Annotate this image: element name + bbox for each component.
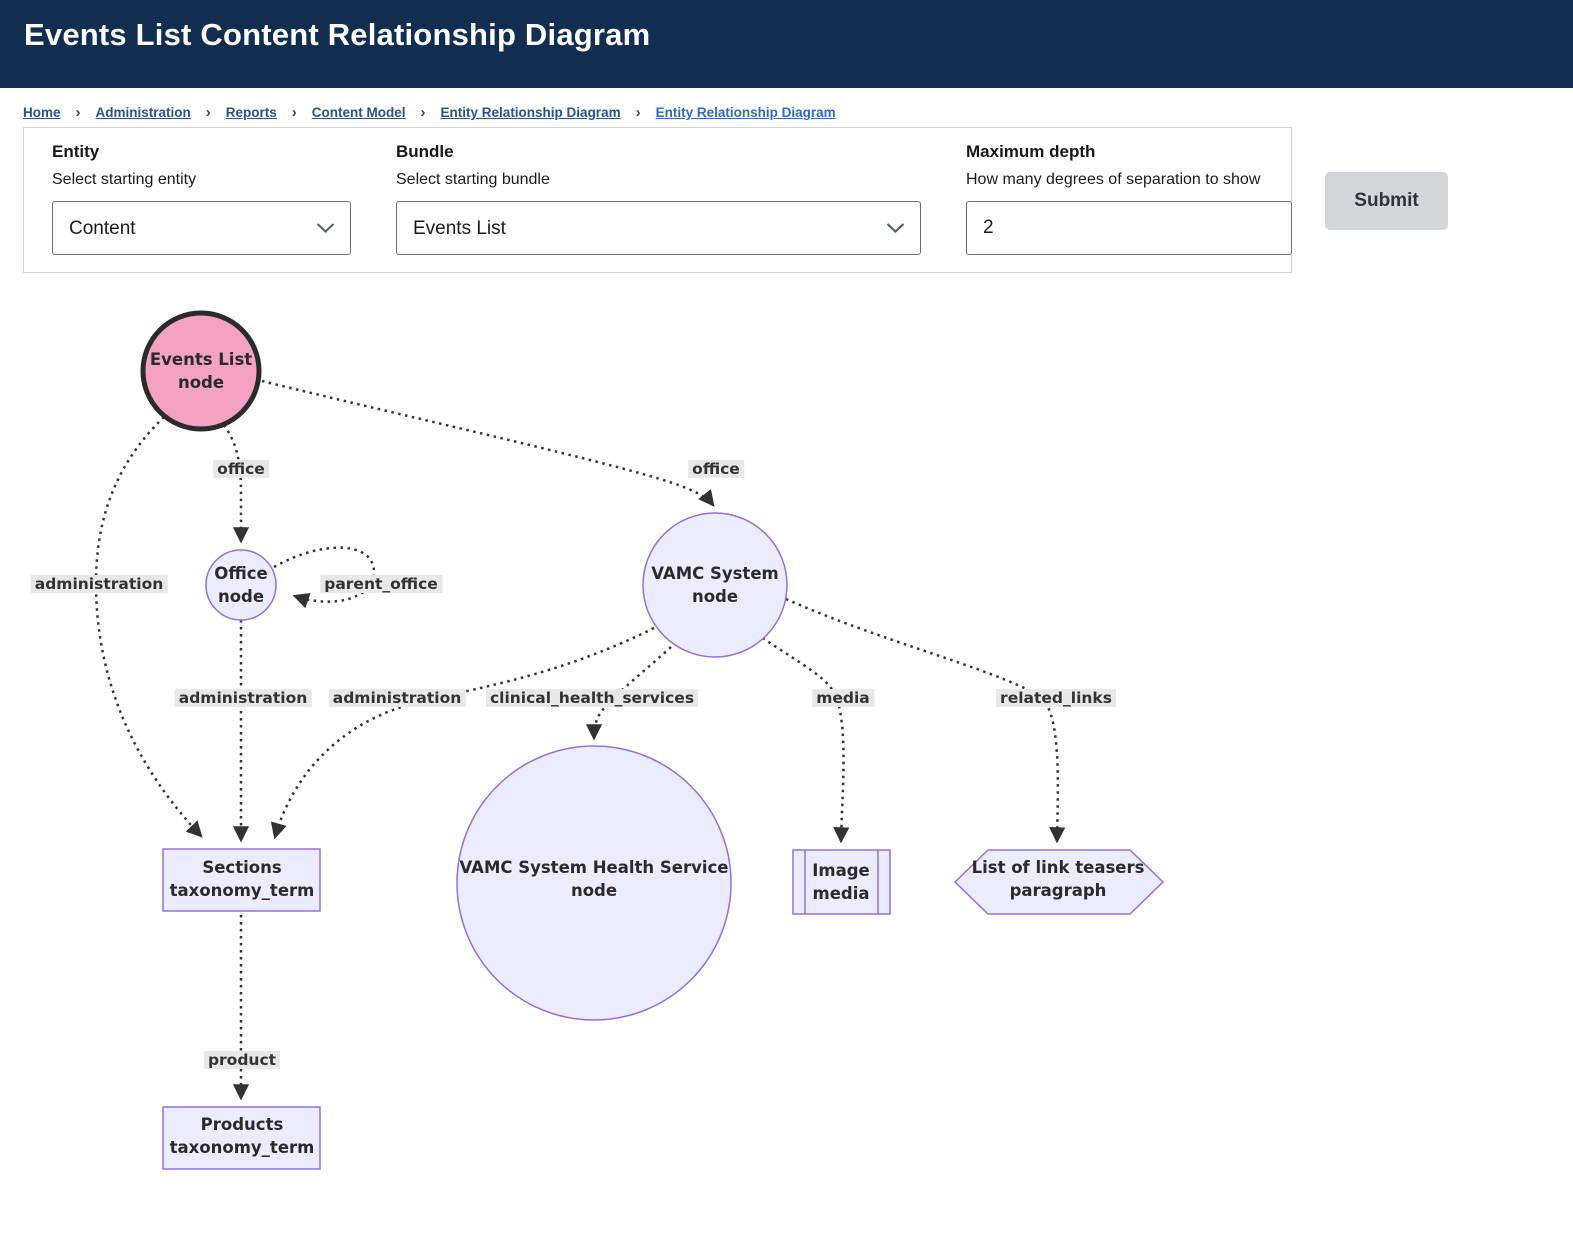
edge-label-product: product <box>203 1051 281 1069</box>
node-office-label: Office node <box>214 563 268 606</box>
edge-events-sections <box>94 416 203 838</box>
edge-vamc-image-media <box>750 628 850 844</box>
node-vamc-system <box>642 512 788 658</box>
breadcrumb-content-model[interactable]: Content Model <box>311 105 406 120</box>
entity-description: Select starting entity <box>52 171 197 188</box>
node-sections-label: Sections taxonomy_term <box>169 857 315 900</box>
edge-vamc-link-teasers <box>785 597 1066 844</box>
breadcrumb-separator-icon: › <box>635 104 641 121</box>
edge-label-related-links: related_links <box>996 689 1116 707</box>
edge-vamc-health-service <box>585 646 672 741</box>
breadcrumb-separator-icon: › <box>420 104 426 121</box>
submit-button[interactable]: Submit <box>1325 172 1448 230</box>
breadcrumb-erd[interactable]: Entity Relationship Diagram <box>440 105 621 120</box>
edge-label-administration-3: administration <box>328 689 466 707</box>
edge-label-clinical-health-services: clinical_health_services <box>485 689 699 707</box>
filter-form-panel: Entity Select starting entity Content Bu… <box>23 127 1292 273</box>
breadcrumb-erd-current[interactable]: Entity Relationship Diagram <box>655 105 836 120</box>
edge-vamc-sections <box>270 626 655 840</box>
breadcrumb-reports[interactable]: Reports <box>225 105 277 120</box>
node-vamc-system-label: VAMC System node <box>651 563 779 606</box>
breadcrumb-home[interactable]: Home <box>23 105 61 120</box>
breadcrumb-separator-icon: › <box>75 104 81 121</box>
node-link-teasers-label: List of link teasers paragraph <box>971 857 1145 900</box>
edge-label-parent-office: parent_office <box>320 575 442 593</box>
breadcrumb-separator-icon: › <box>205 104 211 121</box>
edge-label-administration-1: administration <box>30 575 168 593</box>
max-depth-field: Maximum depth How many degrees of separa… <box>966 142 1292 272</box>
bundle-field: Bundle Select starting bundle Events Lis… <box>396 142 921 272</box>
controls-row: Entity Select starting entity Content Bu… <box>23 127 1573 273</box>
node-products-label: Products taxonomy_term <box>169 1114 315 1157</box>
er-diagram-canvas <box>94 310 1165 1170</box>
node-image-media <box>792 849 891 915</box>
node-events-list <box>140 310 262 432</box>
edge-label-office-2: office <box>688 460 744 478</box>
edge-events-vamc <box>261 379 715 507</box>
max-depth-input[interactable] <box>966 201 1292 255</box>
bundle-select[interactable]: Events List <box>396 201 921 255</box>
breadcrumb-separator-icon: › <box>291 104 297 121</box>
entity-select[interactable]: Content <box>52 201 351 255</box>
entity-field: Entity Select starting entity Content <box>52 142 351 272</box>
node-vamc-health-service <box>456 745 732 1021</box>
node-link-teasers <box>953 849 1165 915</box>
node-vamc-health-service-label: VAMC System Health Service node <box>459 857 729 900</box>
page-title: Events List Content Relationship Diagram <box>24 17 651 52</box>
node-products <box>162 1106 321 1170</box>
node-events-list-label: Events List node <box>149 349 253 392</box>
entity-label: Entity <box>52 142 100 161</box>
node-image-media-label: Image media <box>812 860 870 903</box>
edge-label-media: media <box>812 689 874 707</box>
node-sections <box>162 848 321 912</box>
max-depth-label: Maximum depth <box>966 142 1096 161</box>
max-depth-description: How many degrees of separation to show <box>966 171 1261 188</box>
bundle-description: Select starting bundle <box>396 171 550 188</box>
bundle-label: Bundle <box>396 142 454 161</box>
node-office <box>205 549 277 621</box>
edge-events-office <box>222 424 250 544</box>
breadcrumb: Home › Administration › Reports › Conten… <box>23 104 1573 121</box>
page-header: Events List Content Relationship Diagram <box>0 0 1573 88</box>
breadcrumb-administration[interactable]: Administration <box>95 105 191 120</box>
entity-relationship-diagram: Events List node Office node VAMC System… <box>0 283 1573 1238</box>
edge-label-office-1: office <box>213 460 269 478</box>
edge-label-administration-2: administration <box>174 689 312 707</box>
